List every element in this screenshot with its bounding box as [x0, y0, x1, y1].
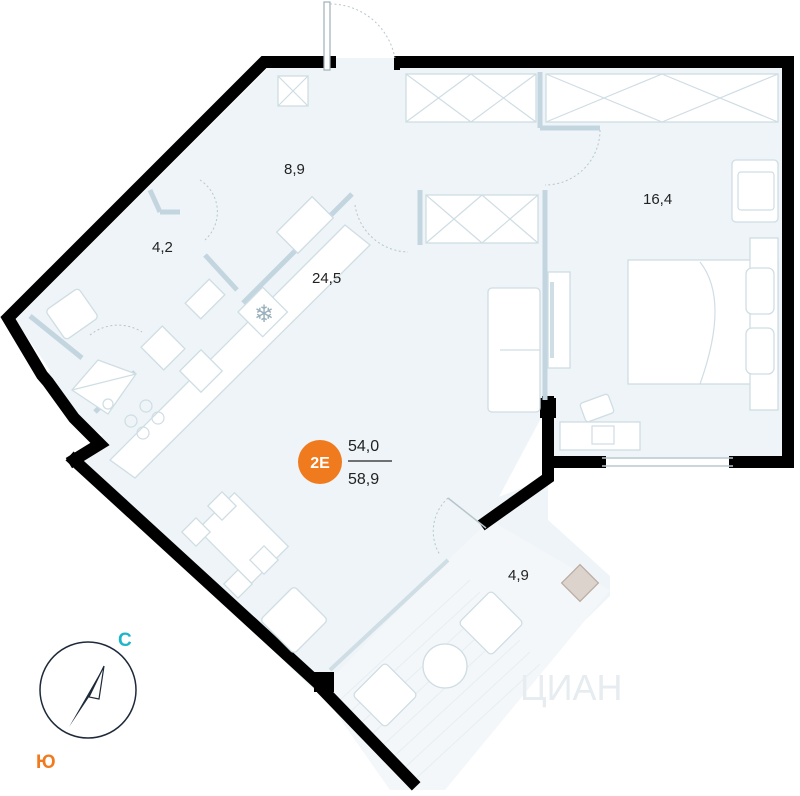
compass-south-label: Ю — [36, 752, 56, 773]
double-bed — [627, 237, 779, 411]
floor-drain-icon — [277, 75, 309, 107]
balcony-table — [422, 643, 468, 689]
unit-code: 2E — [310, 455, 330, 472]
room-area-hall: 8,9 — [284, 161, 305, 178]
toilet — [46, 288, 98, 340]
lounge-chair — [261, 587, 327, 653]
room-area-kitchen-living: 24,5 — [312, 270, 341, 287]
fridge-icon: ❄ — [254, 301, 274, 328]
wardrobe-hall — [405, 73, 537, 123]
entrance-door — [323, 1, 400, 71]
compass: С Ю — [36, 630, 137, 773]
compass-north-label: С — [118, 630, 132, 651]
door-arc — [354, 204, 409, 253]
kitchen-counter: ❄ — [108, 224, 371, 479]
shower-tray — [71, 359, 138, 415]
wall-post — [314, 672, 334, 692]
wardrobe-center — [425, 194, 539, 244]
armchair — [731, 159, 779, 223]
cooktop — [124, 399, 165, 440]
wall-post — [540, 398, 556, 418]
balcony-column — [560, 563, 600, 603]
balcony-chair — [353, 663, 417, 727]
door-arc — [432, 497, 449, 556]
balcony-floor — [320, 520, 610, 790]
door-arc — [89, 324, 143, 336]
dishwasher — [275, 195, 335, 255]
compass-needle-icon — [69, 666, 104, 727]
tv-unit — [547, 271, 571, 369]
dining-table — [180, 490, 290, 600]
unit-badge: 2E — [298, 440, 342, 484]
desk — [559, 393, 641, 451]
room-area-bedroom: 16,4 — [643, 191, 672, 208]
door-arc — [544, 129, 601, 186]
living-area: 54,0 — [348, 438, 379, 455]
wardrobe-bedroom — [545, 73, 779, 123]
balcony-door-leaf — [447, 497, 487, 529]
watermark: ЦИАН — [520, 667, 623, 708]
balcony-railing — [328, 558, 450, 672]
sofa — [487, 287, 541, 413]
bedroom-window — [602, 457, 733, 467]
room-area-balcony: 4,9 — [508, 567, 529, 584]
room-area-bathroom: 4,2 — [152, 239, 173, 256]
balcony-chair — [459, 591, 523, 655]
total-area: 58,9 — [348, 471, 379, 488]
washbasin — [140, 325, 186, 371]
